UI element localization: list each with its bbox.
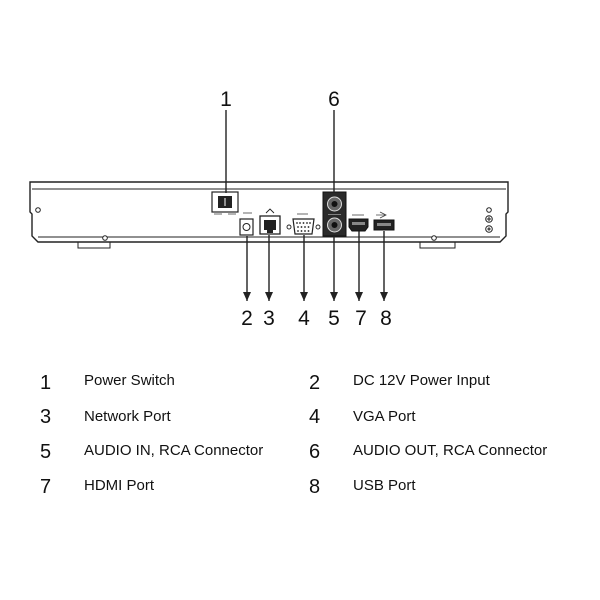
legend-number: 8 bbox=[309, 476, 321, 498]
legend-number: 2 bbox=[309, 372, 321, 394]
legend-label: DC 12V Power Input bbox=[353, 372, 490, 389]
legend-label: USB Port bbox=[353, 477, 416, 494]
dc-power-jack-icon[interactable] bbox=[239, 212, 254, 236]
vga-port-icon[interactable] bbox=[286, 213, 321, 235]
callout-7: 7 bbox=[355, 307, 367, 330]
usb-port-icon[interactable] bbox=[373, 211, 395, 231]
port-legend: 1 Power Switch 2 DC 12V Power Input 3 Ne… bbox=[0, 362, 600, 522]
callout-2: 2 bbox=[241, 307, 253, 330]
ground-screw-icon bbox=[485, 215, 493, 233]
callout-6: 6 bbox=[328, 88, 340, 111]
callout-3: 3 bbox=[263, 307, 275, 330]
leader-lines bbox=[225, 110, 385, 301]
callout-4: 4 bbox=[298, 307, 310, 330]
legend-number: 3 bbox=[40, 406, 52, 428]
legend-label: Power Switch bbox=[84, 372, 175, 389]
legend-number: 5 bbox=[40, 441, 52, 463]
power-switch-icon[interactable] bbox=[211, 191, 239, 215]
callout-5: 5 bbox=[328, 307, 340, 330]
chassis-screws bbox=[35, 207, 492, 241]
legend-label: AUDIO IN, RCA Connector bbox=[84, 442, 264, 459]
callout-1: 1 bbox=[220, 88, 232, 111]
rear-panel-diagram: 1 6 2 3 4 5 7 8 bbox=[29, 88, 509, 330]
rca-audio-icon[interactable] bbox=[322, 191, 347, 237]
hdmi-port-icon[interactable] bbox=[348, 214, 369, 232]
legend-number: 4 bbox=[309, 406, 321, 428]
legend-number: 6 bbox=[309, 441, 321, 463]
legend-label: VGA Port bbox=[353, 408, 416, 425]
legend-number: 7 bbox=[40, 476, 52, 498]
network-port-icon[interactable] bbox=[259, 208, 281, 235]
legend-number: 1 bbox=[40, 372, 52, 394]
legend-label: AUDIO OUT, RCA Connector bbox=[353, 442, 548, 459]
callout-8: 8 bbox=[380, 307, 392, 330]
leader-arrows bbox=[243, 292, 388, 301]
legend-label: Network Port bbox=[84, 408, 171, 425]
legend-label: HDMI Port bbox=[84, 477, 155, 494]
